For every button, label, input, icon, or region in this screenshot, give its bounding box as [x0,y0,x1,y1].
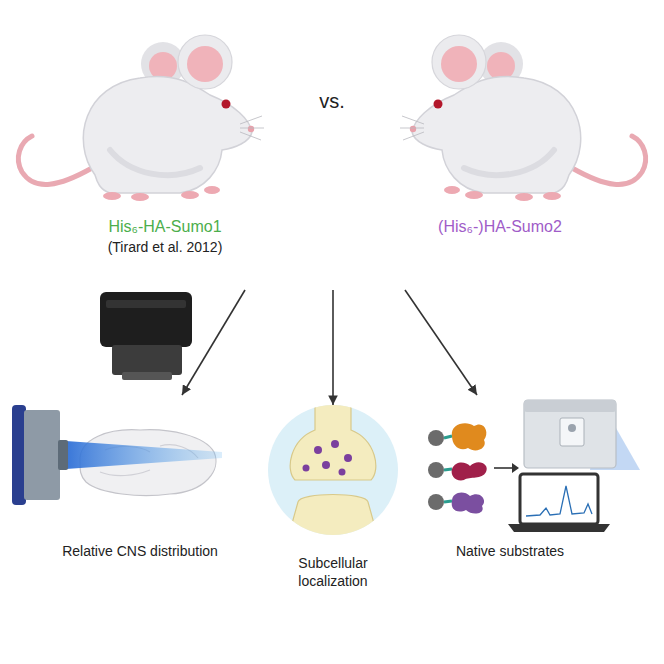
construct-label: His₆-HA-Sumo1 [108,217,221,238]
flow-arrow [405,290,477,395]
comparison-group: vs.His₆-HA-Sumo1(Tirard et al. 2012)(His… [0,10,664,290]
panel-label: Relative CNS distribution [62,542,218,560]
readout-panel: Relative CNS distribution [20,395,260,560]
readout-panel: Native substrates [410,395,610,560]
microscope-illustration [12,292,222,505]
readout-panel: Subcellular localization [263,405,403,590]
mouse-illustration [400,35,646,201]
construct-label: (His₆-)HA-Sumo2 [438,217,562,238]
mouse-line-node: His₆-HA-Sumo1(Tirard et al. 2012) [15,20,315,256]
synapse-illustration [268,400,398,545]
mouse-line-node: (His₆-)HA-Sumo2 [350,20,650,238]
flow-arrow [182,290,245,395]
flow-arrow [332,290,334,405]
pulldown-ms-illustration [428,400,640,532]
mouse-illustration [18,35,264,201]
panel-label: Subcellular localization [278,554,388,590]
comparison-label: vs. [319,88,345,114]
panel-label: Native substrates [456,542,564,560]
citation-label: (Tirard et al. 2012) [108,238,223,256]
